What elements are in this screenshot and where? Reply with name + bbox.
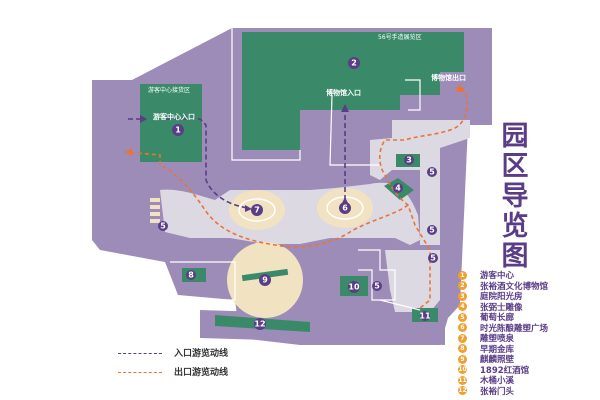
- museum-building: [242, 32, 464, 150]
- grape-trellis: [150, 198, 160, 223]
- title-char-4: 览: [501, 211, 529, 242]
- legend-marker: 7: [458, 333, 467, 343]
- marker-5b[interactable]: 5: [427, 167, 437, 177]
- svg-text:1: 1: [175, 126, 181, 135]
- legend-marker: 1: [458, 270, 467, 280]
- marker-2[interactable]: 2: [348, 57, 360, 69]
- legend-label: 木桶小溪: [480, 376, 515, 386]
- svg-text:5: 5: [429, 168, 435, 177]
- legend-item[interactable]: 4 张弼士雕像: [458, 300, 523, 314]
- svg-text:5: 5: [160, 222, 166, 231]
- legend-marker: 2: [458, 281, 467, 290]
- legend-item[interactable]: 10 1892红酒馆: [458, 363, 529, 377]
- legend-item[interactable]: 2 张裕酒文化博物馆: [458, 279, 548, 293]
- marker-5c[interactable]: 5: [427, 225, 437, 235]
- legend-marker: 8: [458, 344, 467, 353]
- marker-10[interactable]: 10: [348, 281, 360, 293]
- exit-route-line: [118, 372, 162, 373]
- legend-label: 葡萄长廊: [480, 313, 515, 323]
- legend-marker: 6: [458, 323, 467, 332]
- svg-text:2: 2: [351, 59, 357, 68]
- legend-label: 1892红酒馆: [480, 365, 530, 376]
- svg-text:5: 5: [430, 254, 436, 263]
- legend-item[interactable]: 9 麒麟照壁: [458, 352, 514, 366]
- marker-6[interactable]: 6: [339, 202, 351, 214]
- legend-marker: 11: [458, 375, 467, 385]
- svg-text:7: 7: [254, 206, 260, 215]
- visitor-center-building: [140, 84, 202, 162]
- exit-route-label: 出口游览动线: [174, 368, 229, 378]
- marker-9[interactable]: 9: [259, 274, 271, 286]
- svg-text:5: 5: [374, 282, 380, 291]
- building-outlines: [170, 28, 421, 311]
- visitor-entrance-label: 游客中心入口: [153, 112, 195, 121]
- walkway-east: [385, 250, 440, 312]
- svg-text:6: 6: [342, 204, 348, 213]
- legend-item[interactable]: 11 木桶小溪: [458, 373, 514, 387]
- svg-text:4: 4: [395, 184, 401, 193]
- legend-label: 时光陈酿雕塑广场: [480, 323, 549, 334]
- marker-5a[interactable]: 5: [158, 221, 168, 231]
- svg-text:12: 12: [254, 320, 265, 329]
- legend-item[interactable]: 7 雕塑喷泉: [458, 331, 514, 345]
- area56-label: 56号手造展览区: [378, 33, 422, 41]
- legend-label: 早期金库: [480, 344, 515, 355]
- legend-label: 张裕酒文化博物馆: [480, 281, 549, 292]
- entrance-arrow-1: [140, 115, 147, 123]
- legend-item[interactable]: 5 葡萄长廊: [458, 310, 514, 324]
- marker-5d[interactable]: 5: [428, 253, 438, 263]
- legend-label: 雕塑喷泉: [480, 334, 515, 344]
- svg-text:11: 11: [419, 312, 431, 321]
- svg-text:10: 10: [348, 283, 360, 292]
- legend-marker: 10: [458, 365, 467, 374]
- legend-item[interactable]: 12 张裕门头: [458, 384, 514, 398]
- svg-text:8: 8: [188, 271, 194, 280]
- title-char-1: 园: [501, 121, 529, 152]
- marker-3[interactable]: 3: [404, 155, 414, 165]
- title-char-2: 区: [501, 151, 529, 182]
- marker-11[interactable]: 11: [419, 311, 431, 321]
- legend-label: 张裕门头: [480, 386, 515, 397]
- legend-marker: 12: [458, 386, 467, 395]
- legend-label: 麒麟照壁: [480, 355, 515, 365]
- marker-5e[interactable]: 5: [372, 281, 382, 291]
- title-char-5: 图: [501, 241, 529, 272]
- marker-4[interactable]: 4: [393, 183, 403, 193]
- exit-arrow-1: [125, 148, 132, 156]
- walkway-north: [370, 120, 470, 245]
- visitor-parking-label: 游客中心接货区: [148, 86, 190, 94]
- svg-text:9: 9: [262, 276, 268, 285]
- entrance-route: [128, 110, 346, 209]
- entrance-arrow-3: [341, 104, 349, 112]
- svg-text:3: 3: [406, 156, 412, 165]
- legend-label: 张弼士雕像: [480, 302, 523, 313]
- entrance-route-legend: 入口游览动线: [118, 347, 338, 361]
- marker-12[interactable]: 12: [254, 318, 266, 330]
- museum-exit-label: 博物馆出口: [431, 73, 466, 82]
- legend-marker: 4: [458, 302, 467, 311]
- legend-item[interactable]: 3 庭院阳光房: [458, 289, 523, 303]
- marker-7[interactable]: 7: [251, 204, 263, 216]
- legend-marker: 9: [458, 354, 467, 364]
- legend-marker: 5: [458, 312, 467, 322]
- museum-entrance-label: 博物馆入口: [326, 88, 361, 97]
- marker-1[interactable]: 1: [172, 124, 184, 136]
- svg-text:5: 5: [429, 226, 435, 235]
- legend-item[interactable]: 1 游客中心: [458, 268, 514, 282]
- legend-item[interactable]: 8 早期金库: [458, 342, 514, 356]
- title-char-3: 导: [501, 181, 529, 212]
- marker-8[interactable]: 8: [186, 270, 196, 280]
- exit-arrow-2: [456, 84, 464, 92]
- entrance-arrow-2: [245, 205, 252, 212]
- fountain-ring: [238, 198, 276, 222]
- legend-marker: 3: [458, 291, 467, 301]
- legend-label: 庭院阳光房: [480, 292, 523, 302]
- entrance-route-label: 入口游览动线: [174, 349, 229, 359]
- exit-route-legend: 出口游览动线: [118, 366, 338, 380]
- entrance-route-line: [118, 353, 162, 354]
- legend-item[interactable]: 6 时光陈酿雕塑广场: [458, 321, 548, 335]
- legend-label: 游客中心: [480, 271, 515, 281]
- exit-route: [125, 87, 469, 309]
